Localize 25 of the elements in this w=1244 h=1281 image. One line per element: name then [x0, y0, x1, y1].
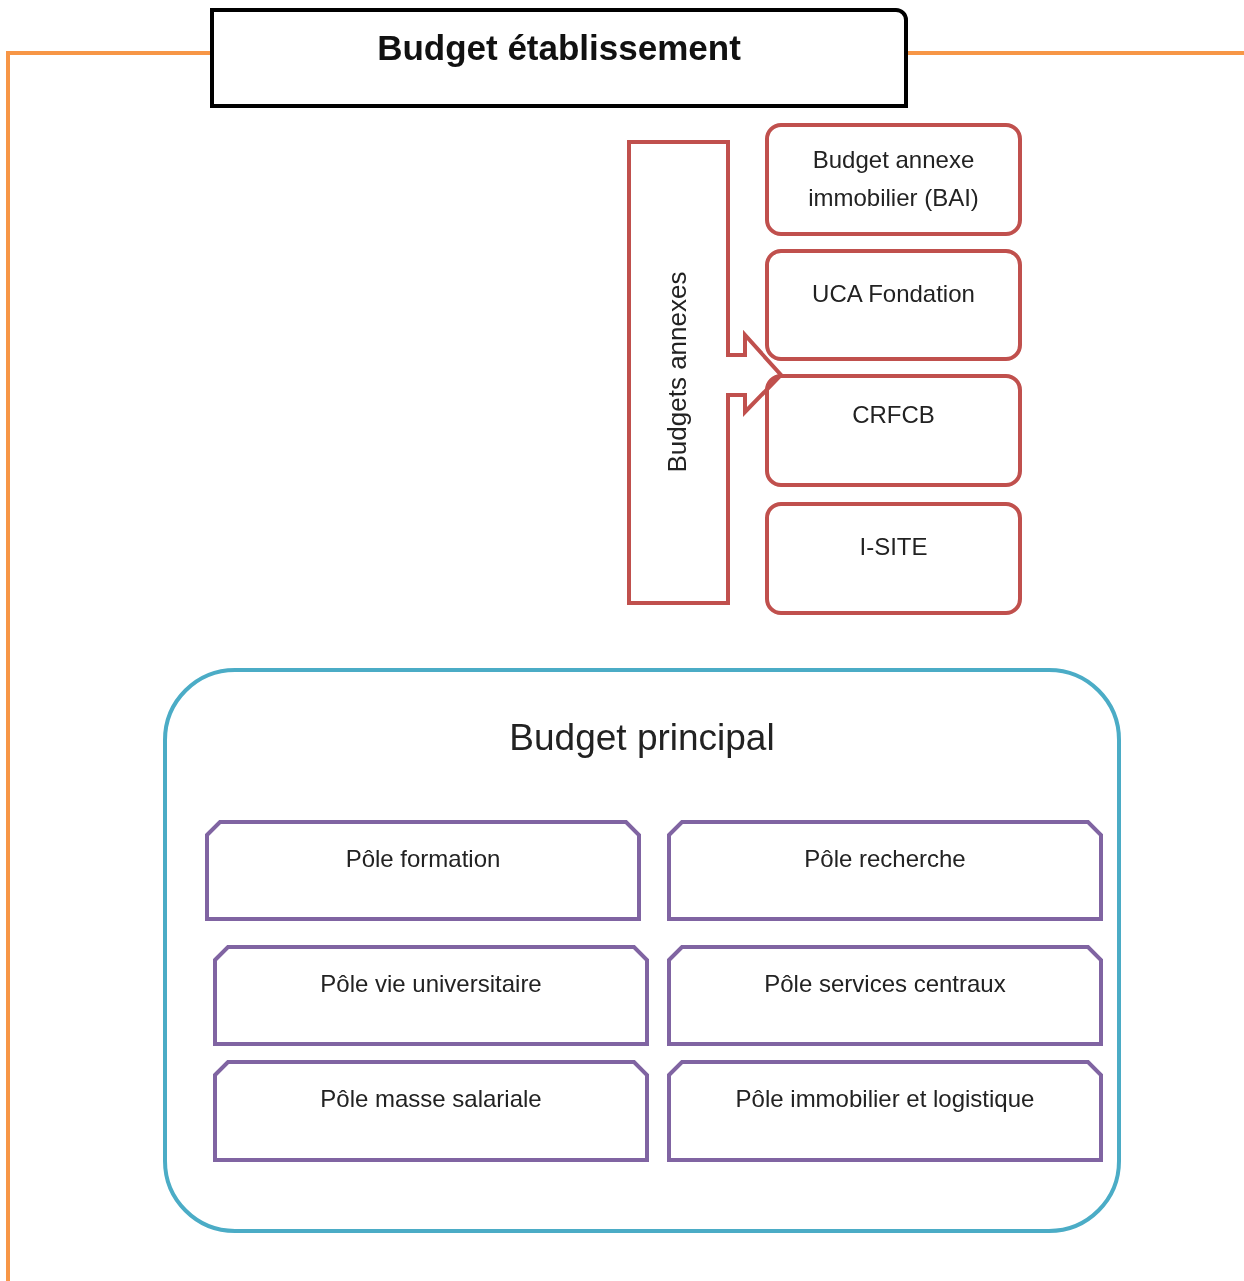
block-arrow: [627, 140, 783, 605]
pole-box: [213, 1060, 649, 1162]
box-label: UCA Fondation: [811, 279, 976, 309]
principal-container: [163, 668, 1121, 1233]
box-label: I-SITE: [858, 532, 929, 562]
pole-box: [667, 945, 1103, 1046]
pole-box: [213, 945, 649, 1046]
annex-box: [765, 374, 1022, 487]
box-label: CRFCB: [851, 400, 936, 430]
box-label: Pôle recherche: [803, 844, 967, 874]
box-label: Budgets annexes: [661, 270, 693, 475]
box-label: Budget annexe immobilier (BAI): [807, 145, 980, 214]
annex-box: [765, 123, 1022, 236]
box-label: Pôle immobilier et logistique: [734, 1084, 1036, 1114]
container-title: Budget principal: [508, 716, 776, 760]
box-label: Pôle formation: [344, 844, 502, 874]
box-label: Pôle masse salariale: [319, 1084, 543, 1114]
box-label: Pôle vie universitaire: [319, 969, 543, 999]
pole-box: [667, 820, 1103, 921]
pole-box: [205, 820, 641, 921]
title: Budget établissement: [376, 28, 742, 68]
annex-box: [765, 502, 1022, 615]
box-label: Pôle services centraux: [763, 969, 1007, 999]
pole-box: [667, 1060, 1103, 1162]
annex-box: [765, 249, 1022, 361]
